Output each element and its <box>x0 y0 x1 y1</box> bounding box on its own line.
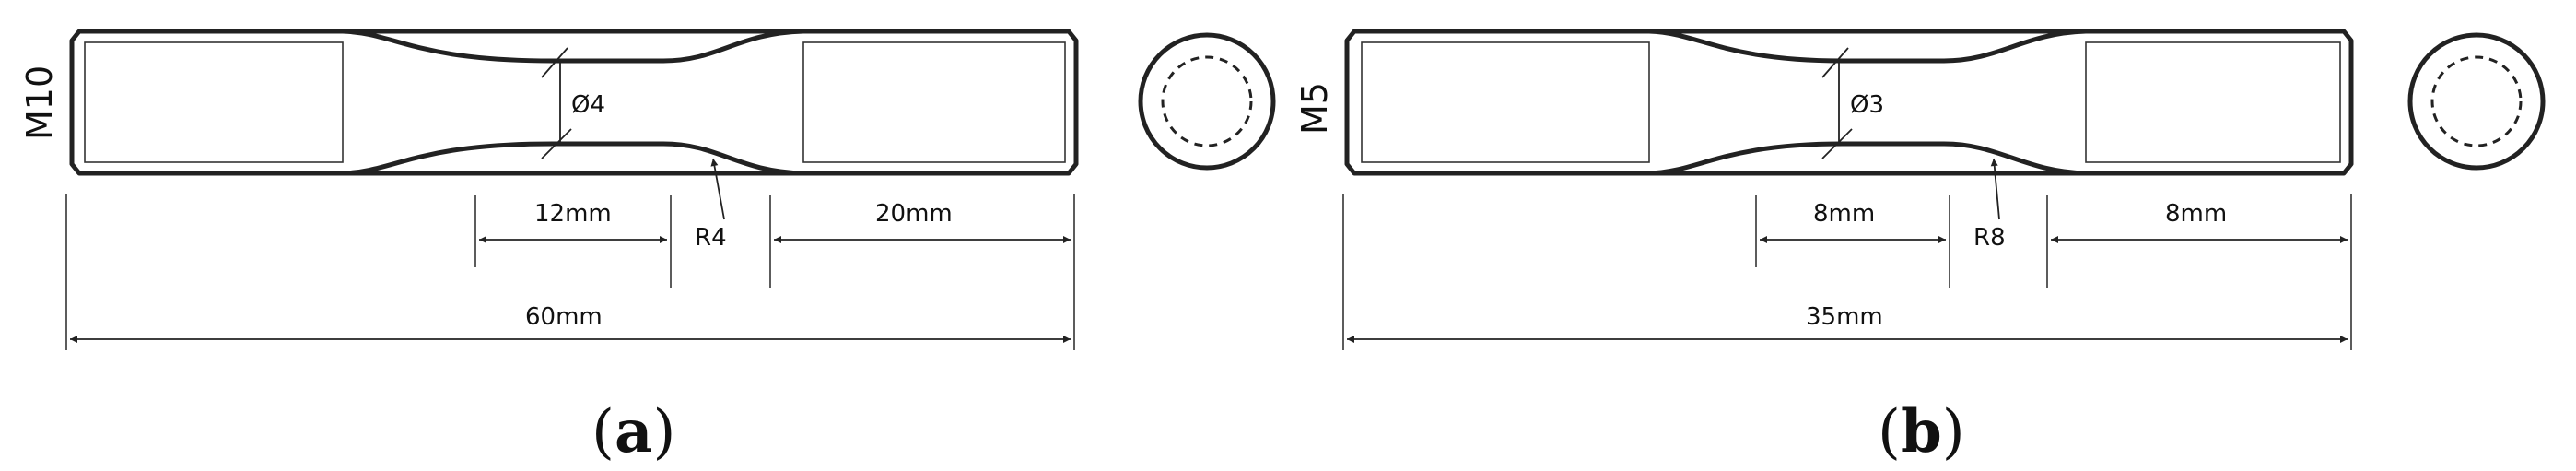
gauge-length-b: 8mm <box>1813 200 1875 228</box>
radius-pointer-a <box>710 158 725 220</box>
radius-pointer-b <box>1990 158 2000 220</box>
diameter-label-a: Ø4 <box>571 91 605 119</box>
caption-b-letter: b <box>1901 397 1942 466</box>
total-length-b: 35mm <box>1806 303 1883 331</box>
radius-label-b: R8 <box>1973 224 2006 252</box>
specimen-a-outline <box>69 29 1079 176</box>
radius-label-a: R4 <box>695 224 727 252</box>
specimen-a-profile <box>343 35 803 170</box>
thread-zone-b-right <box>2085 41 2341 163</box>
caption-b-open: ( <box>1878 398 1901 466</box>
specimen-b-neck-top <box>1648 29 2087 64</box>
thread-zone-a-right <box>802 41 1066 163</box>
thread-zone-b-left <box>1361 41 1650 163</box>
thread-label-a: M10 <box>19 65 60 140</box>
diameter-line-a3 <box>541 128 572 159</box>
end-view-b-thread <box>2430 55 2523 147</box>
grip-length-b: 8mm <box>2165 200 2227 228</box>
specimen-a-neck-top <box>342 29 804 64</box>
thread-label-b: M5 <box>1294 82 1335 135</box>
caption-a-close: ) <box>652 398 675 466</box>
diameter-label-b: Ø3 <box>1850 91 1884 119</box>
figure-a: Ø4 M10 12mm R4 20mm 60mm (a) <box>19 29 1276 466</box>
specimen-b-neck-bottom <box>1648 141 2087 176</box>
specimen-a-neck-bottom <box>342 141 804 176</box>
diameter-line-b <box>1821 47 1849 78</box>
end-view-b-outer <box>2407 32 2546 171</box>
caption-a: (a) <box>591 397 675 466</box>
end-view-a-outer <box>1138 32 1276 171</box>
caption-b-close: ) <box>1942 398 1965 466</box>
specimen-b-profile <box>1649 35 2086 170</box>
total-length-a: 60mm <box>525 303 603 331</box>
grip-length-a: 20mm <box>875 200 953 228</box>
caption-b: (b) <box>1878 397 1965 466</box>
specimen-b-outline <box>1344 29 2354 176</box>
diameter-line-a <box>541 47 568 78</box>
thread-zone-a-left <box>84 41 344 163</box>
end-view-a-thread <box>1161 55 1253 147</box>
caption-a-letter: a <box>615 397 652 466</box>
diameter-line-b3 <box>1821 128 1853 159</box>
figure-b: Ø3 M5 8mm R8 8mm 35mm (b) <box>1294 29 2546 466</box>
caption-a-open: ( <box>591 398 615 466</box>
gauge-length-a: 12mm <box>534 200 612 228</box>
